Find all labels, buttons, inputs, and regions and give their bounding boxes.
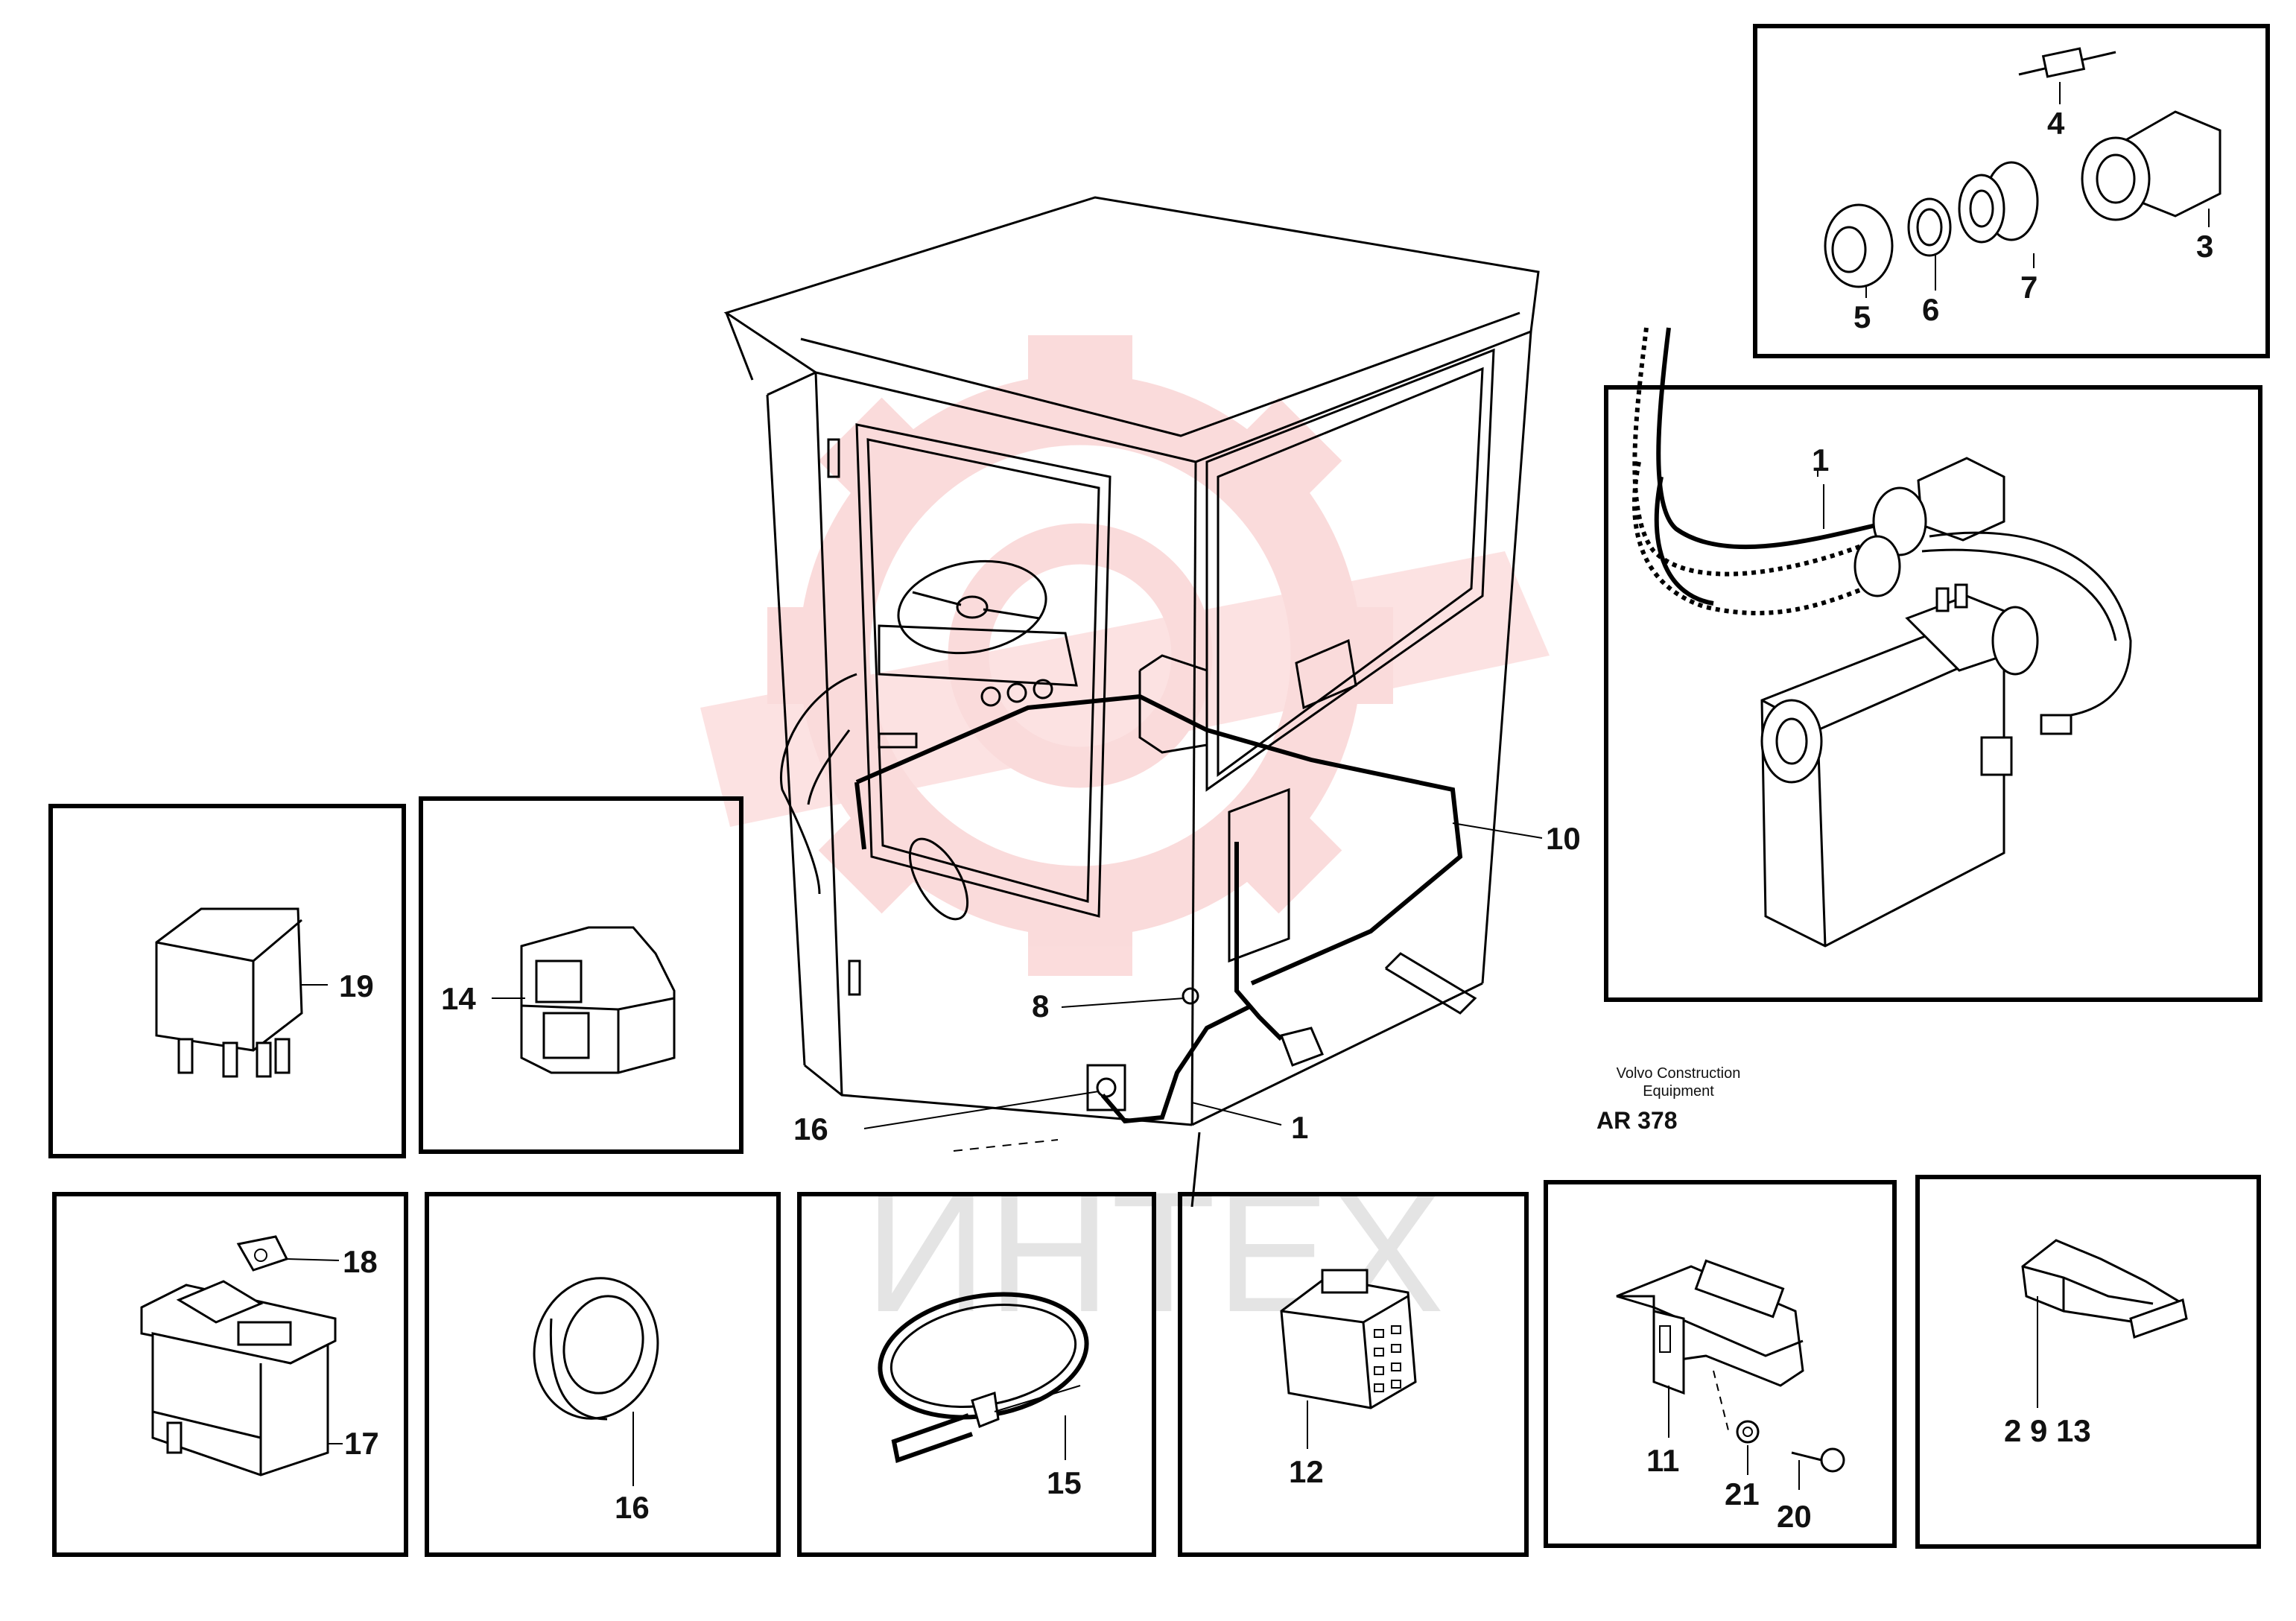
company-line-1: Volvo Construction [1617,1065,1741,1082]
inset-connector-parts: 4 3 7 6 5 [1753,24,2270,358]
inset-harness-unit: 1 Volvo Construction Equipment AR 378 [1596,327,2262,1134]
callout-15: 15 [1047,1465,1082,1500]
callout-10: 10 [1546,821,1581,856]
callout-1-main: 1 [1291,1110,1308,1145]
box-ring-16: 16 [425,1192,781,1557]
callout-12: 12 [1289,1454,1324,1489]
callout-6: 6 [1922,292,1939,327]
callout-16-main: 16 [793,1111,828,1146]
box-terminal-2-9-13: 2 9 13 [1915,1175,2261,1549]
box-connector-12: 12 [1178,1192,1529,1557]
watermark-gear-icon [700,335,1550,976]
callout-18: 18 [343,1244,378,1279]
callout-20: 20 [1777,1499,1812,1534]
callout-21: 21 [1725,1476,1760,1511]
callout-16-box: 16 [615,1490,650,1525]
wiring-harness-10 [855,694,1463,986]
box-cable-tie-15: 15 [797,1192,1156,1557]
callout-11: 11 [1646,1443,1679,1478]
box-housing-14: 14 [419,796,743,1154]
callout-19: 19 [339,968,374,1003]
drawing-code: AR 378 [1596,1107,1678,1134]
callout-2-9-13: 2 9 13 [2004,1413,2091,1448]
callout-4: 4 [2047,106,2065,141]
callout-8: 8 [1032,989,1049,1024]
cab-illustration [723,196,1540,1208]
callout-17: 17 [344,1426,379,1461]
connector-pins-icon [1374,1325,1401,1392]
company-line-2: Equipment [1643,1083,1714,1100]
callout-1-inset: 1 [1812,442,1829,478]
callout-5: 5 [1853,299,1871,334]
callout-3: 3 [2196,229,2213,264]
callout-7: 7 [2020,270,2037,305]
box-relay-19: 19 [48,804,406,1158]
box-switch-17-18: 18 17 [52,1192,408,1557]
callout-14: 14 [441,981,476,1016]
box-housing-11-20-21: 11 21 20 [1544,1180,1897,1548]
